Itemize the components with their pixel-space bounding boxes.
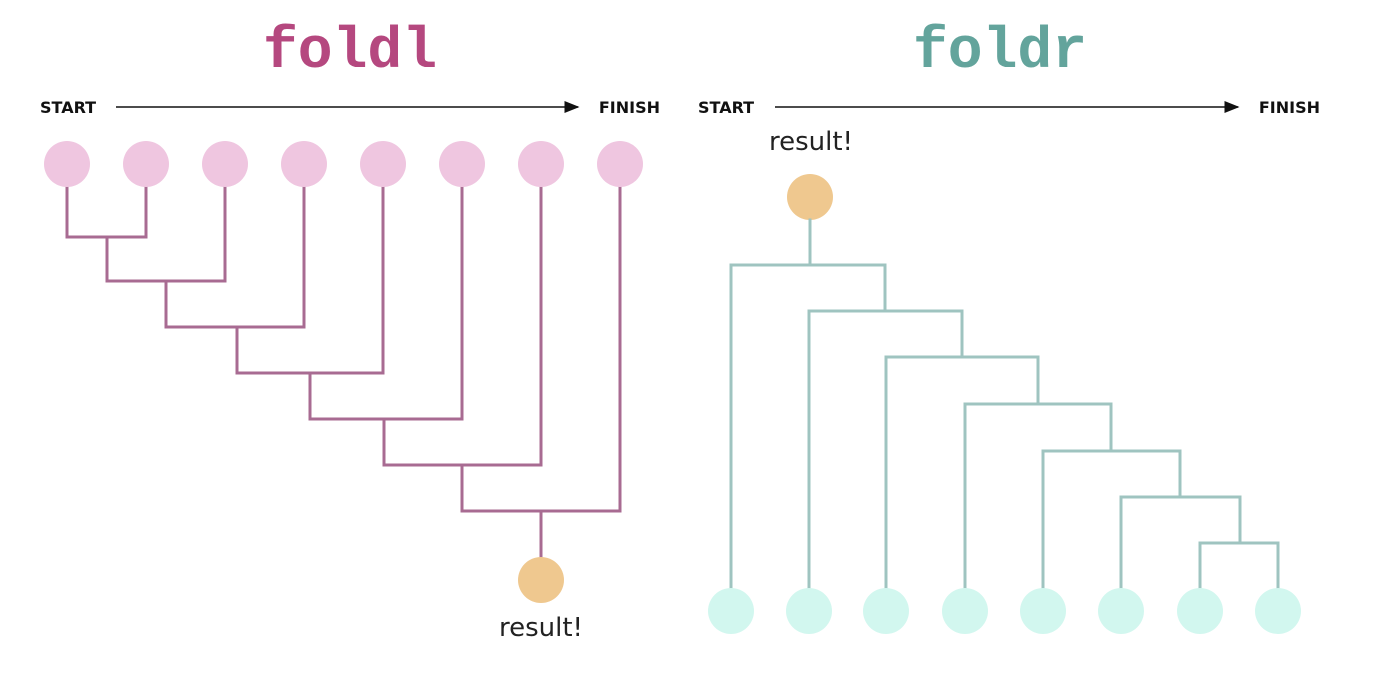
foldl-node-6 xyxy=(439,141,485,187)
foldr-title: foldr xyxy=(913,20,1087,85)
foldr-node-5 xyxy=(1020,588,1066,634)
foldr-node-7 xyxy=(1177,588,1223,634)
foldl-node-3 xyxy=(202,141,248,187)
foldr-node-2 xyxy=(786,588,832,634)
foldr-node-3 xyxy=(863,588,909,634)
foldl-finish-label: FINISH xyxy=(599,98,660,117)
foldl-title: foldl xyxy=(263,20,437,85)
foldl-node-1 xyxy=(44,141,90,187)
foldl-result-label: result! xyxy=(499,613,583,643)
foldr-result-node xyxy=(787,174,833,220)
foldr-start-label: START xyxy=(698,98,754,117)
foldr-tree-edges xyxy=(729,218,1280,590)
foldl-node-4 xyxy=(281,141,327,187)
foldl-panel: foldl START FINISH result! xyxy=(40,20,660,643)
foldl-result-node xyxy=(518,557,564,603)
foldl-node-2 xyxy=(123,141,169,187)
foldl-tree-edges xyxy=(65,185,622,559)
foldl-node-7 xyxy=(518,141,564,187)
foldr-node-4 xyxy=(942,588,988,634)
foldr-panel: foldr START FINISH result! xyxy=(698,20,1320,634)
foldr-node-8 xyxy=(1255,588,1301,634)
foldl-input-nodes xyxy=(44,141,643,187)
foldr-result-label: result! xyxy=(769,127,853,157)
foldr-finish-label: FINISH xyxy=(1259,98,1320,117)
foldl-node-5 xyxy=(360,141,406,187)
foldr-node-1 xyxy=(708,588,754,634)
foldl-start-label: START xyxy=(40,98,96,117)
foldr-input-nodes xyxy=(708,588,1301,634)
foldr-node-6 xyxy=(1098,588,1144,634)
foldl-node-8 xyxy=(597,141,643,187)
